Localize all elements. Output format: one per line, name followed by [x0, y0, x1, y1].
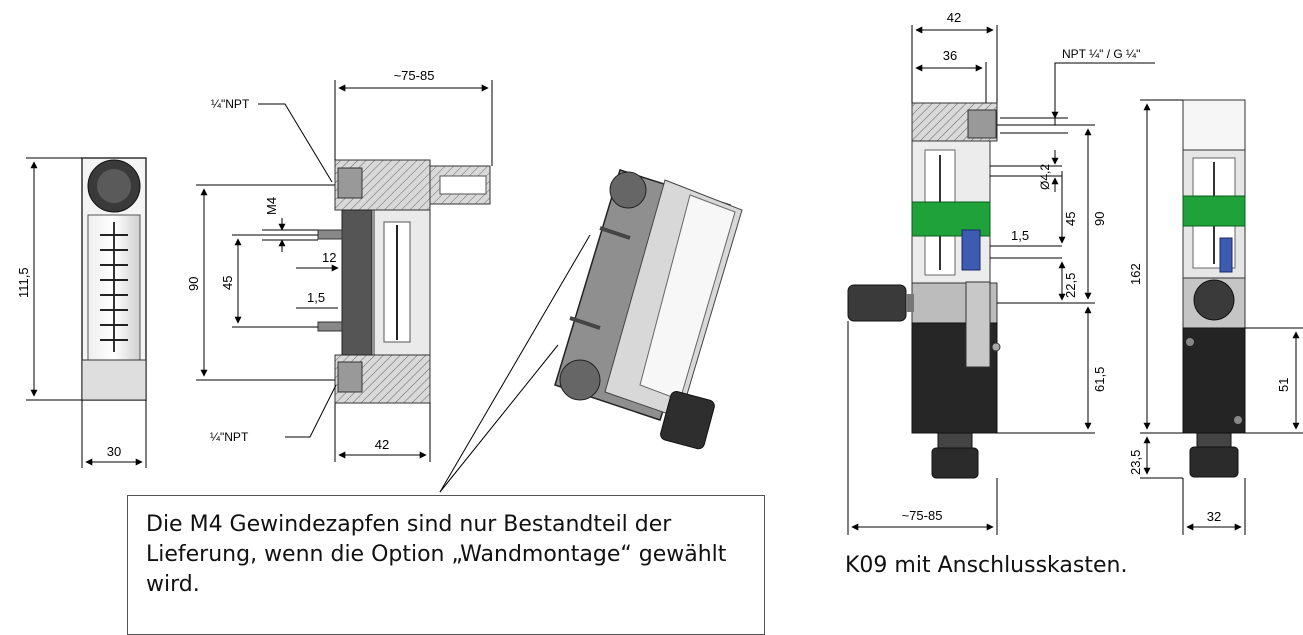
right-front-view	[1182, 99, 1246, 478]
green-band-front	[1182, 195, 1246, 227]
dim-90-right: 90	[1092, 212, 1107, 226]
dim-30: 30	[107, 444, 121, 459]
note-box: Die M4 Gewindezapfen sind nur Bestandtei…	[127, 495, 765, 635]
dim-1-5-right: 1,5	[1011, 228, 1029, 243]
dim-75-85-bottom: ~75-85	[902, 508, 943, 523]
dim-42-right: 42	[947, 10, 961, 25]
dim-1-5-left: 1,5	[307, 290, 325, 305]
dim-42-left: 42	[375, 437, 389, 452]
dim-22-5: 22,5	[1063, 273, 1078, 298]
dim-32: 32	[1207, 509, 1221, 524]
dim-111-5: 111,5	[16, 267, 31, 298]
isometric-view	[439, 169, 743, 493]
left-front-dims	[26, 157, 147, 468]
figure-caption: K09 mit Anschlusskasten.	[845, 553, 1128, 578]
dim-90-left: 90	[186, 277, 201, 291]
dim-162: 162	[1128, 263, 1143, 285]
right-side-view	[847, 102, 1001, 479]
dim-51: 51	[1276, 378, 1291, 392]
dim-61-5: 61,5	[1092, 367, 1107, 392]
dim-bore: Ø4,2	[1038, 164, 1052, 190]
technical-drawing: 111,5 30 ~75-85 ¼"NPT ¼"NPT M4 90 4	[16, 10, 1303, 535]
dim-45-left: 45	[220, 276, 235, 290]
right-front-dims	[1140, 99, 1303, 535]
dim-36: 36	[943, 48, 957, 63]
dim-23-5: 23,5	[1128, 450, 1143, 475]
dim-m4: M4	[264, 197, 279, 215]
note-text: Die M4 Gewindezapfen sind nur Bestandtei…	[146, 512, 727, 597]
left-section-view	[317, 159, 491, 404]
dim-12: 12	[322, 250, 336, 265]
port-label-top: ¼"NPT	[211, 97, 250, 111]
left-front-view	[81, 157, 147, 401]
dim-75-85-top: ~75-85	[394, 68, 435, 83]
dim-45-right: 45	[1063, 212, 1078, 226]
knob-front-icon	[1193, 279, 1235, 321]
left-section-dims	[196, 80, 493, 462]
right-side-dims	[847, 25, 1155, 535]
port-label-right: NPT ¼" / G ¼"	[1062, 47, 1140, 61]
port-label-bottom: ¼"NPT	[210, 430, 249, 444]
